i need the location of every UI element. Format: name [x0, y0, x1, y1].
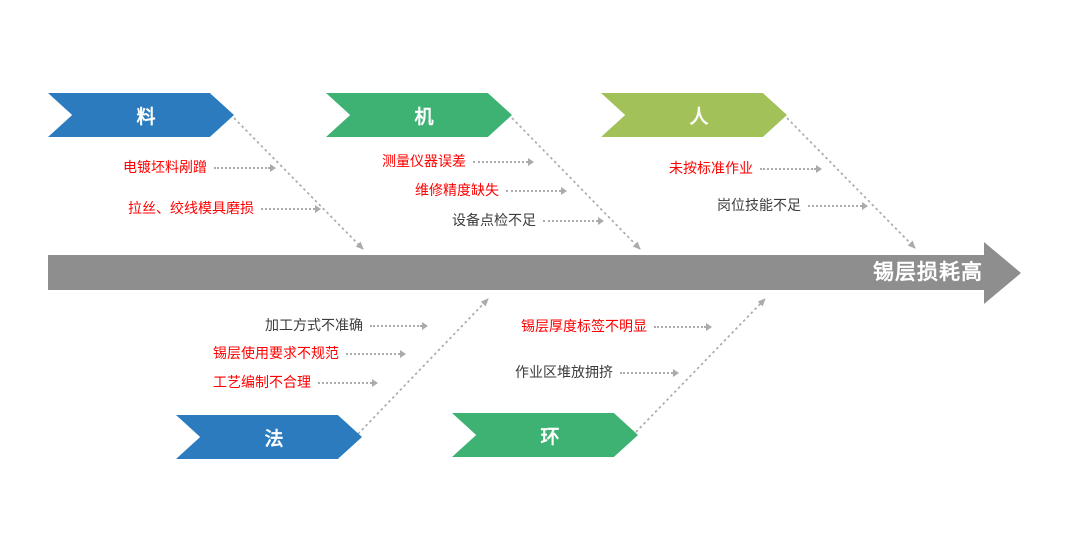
spine-arrowhead-icon — [984, 242, 1021, 304]
cause-arrow-icon — [760, 165, 822, 173]
category-method-label: 法 — [264, 427, 284, 450]
category-material: 料 — [48, 93, 234, 137]
cause-item: 未按标准作业 — [669, 159, 822, 179]
category-man-label: 人 — [689, 105, 709, 128]
cause-label: 维修精度缺失 — [415, 183, 499, 199]
cause-arrow-icon — [620, 369, 679, 377]
cause-arrow-icon — [654, 323, 712, 331]
cause-item: 加工方式不准确 — [265, 316, 428, 336]
cause-label: 设备点检不足 — [452, 213, 536, 229]
cause-arrow-icon — [318, 379, 378, 387]
cause-arrow-icon — [543, 217, 604, 225]
cause-arrow-icon — [214, 164, 276, 172]
cause-arrow-icon — [808, 202, 868, 210]
cause-item: 锡层厚度标签不明显 — [521, 317, 712, 337]
cause-item: 锡层使用要求不规范 — [213, 344, 406, 364]
cause-item: 电镀坯料剐蹭 — [123, 158, 276, 178]
cause-item: 工艺编制不合理 — [213, 373, 378, 393]
category-machine: 机 — [326, 93, 512, 137]
cause-label: 锡层使用要求不规范 — [213, 346, 339, 362]
category-environment-label: 环 — [540, 425, 560, 448]
cause-item: 维修精度缺失 — [415, 181, 567, 201]
cause-label: 锡层厚度标签不明显 — [521, 319, 647, 335]
cause-item: 测量仪器误差 — [382, 152, 534, 172]
cause-item: 拉丝、绞线模具磨损 — [128, 199, 321, 219]
cause-label: 未按标准作业 — [669, 161, 753, 177]
bone-man — [786, 117, 916, 249]
spine-shaft — [48, 255, 985, 290]
cause-item: 设备点检不足 — [452, 211, 604, 231]
cause-item: 岗位技能不足 — [717, 196, 868, 216]
cause-label: 测量仪器误差 — [382, 154, 466, 170]
cause-label: 加工方式不准确 — [265, 318, 363, 334]
cause-arrow-icon — [506, 187, 567, 195]
cause-label: 岗位技能不足 — [717, 198, 801, 214]
bone-material — [233, 117, 364, 250]
category-machine-label: 机 — [414, 105, 434, 128]
cause-arrow-icon — [473, 158, 534, 166]
category-environment: 环 — [452, 413, 638, 457]
effect-label: 锡层损耗高 — [873, 260, 983, 284]
cause-arrow-icon — [346, 350, 406, 358]
category-man: 人 — [601, 93, 787, 137]
cause-arrow-icon — [370, 322, 428, 330]
cause-arrow-icon — [261, 205, 321, 213]
category-method: 法 — [176, 415, 362, 459]
cause-label: 作业区堆放拥挤 — [515, 365, 613, 381]
cause-label: 工艺编制不合理 — [213, 375, 311, 391]
cause-item: 作业区堆放拥挤 — [515, 363, 679, 383]
cause-label: 拉丝、绞线模具磨损 — [128, 201, 254, 217]
category-material-label: 料 — [136, 105, 156, 128]
cause-label: 电镀坯料剐蹭 — [123, 160, 207, 176]
